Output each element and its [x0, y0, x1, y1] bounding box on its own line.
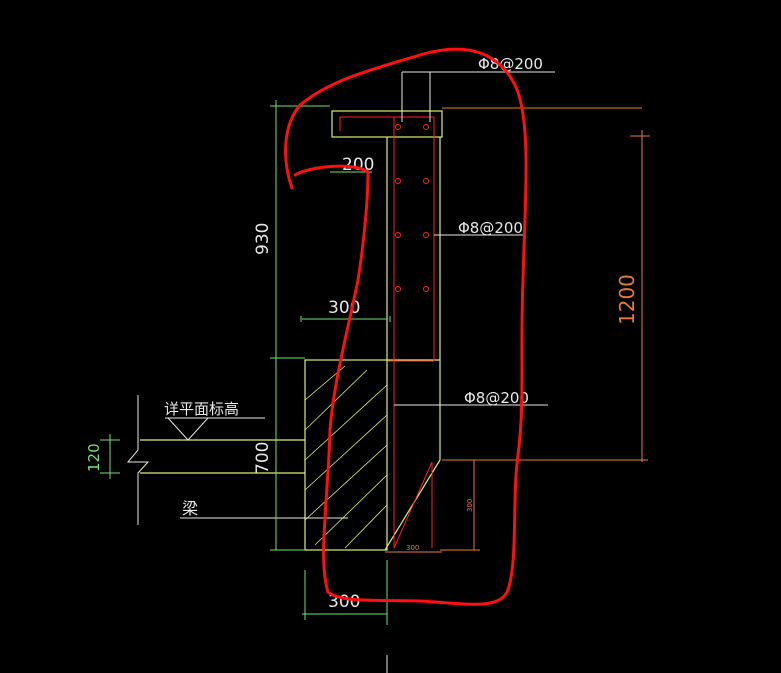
- dim-small-vertical: 300: [466, 499, 474, 512]
- break-line-icon: [126, 395, 150, 525]
- red-highlight-loop: [284, 47, 528, 606]
- dim-120: 120: [85, 443, 103, 472]
- annotation-beam: 梁: [182, 499, 198, 518]
- beam-hatch: [304, 365, 388, 549]
- level-triangle-icon: [166, 417, 210, 441]
- dim-small-horizontal: 300: [406, 544, 419, 552]
- concrete-outline: [140, 110, 443, 551]
- beam-section: [304, 359, 388, 551]
- top-cap: [331, 110, 443, 138]
- dim-1200: 1200: [615, 274, 639, 325]
- annotation-floor-level: 详平面标高: [164, 400, 239, 418]
- dim-300-upper: 300: [328, 298, 360, 318]
- rebar: [339, 116, 435, 549]
- rebar-label-lower: Φ8@200: [464, 389, 529, 407]
- rebar-label-mid: Φ8@200: [458, 219, 523, 237]
- dim-930: 930: [253, 223, 273, 255]
- dim-700: 700: [253, 442, 273, 474]
- green-dims: [100, 100, 391, 625]
- orange-dims: [385, 107, 650, 553]
- leaders: [126, 71, 555, 525]
